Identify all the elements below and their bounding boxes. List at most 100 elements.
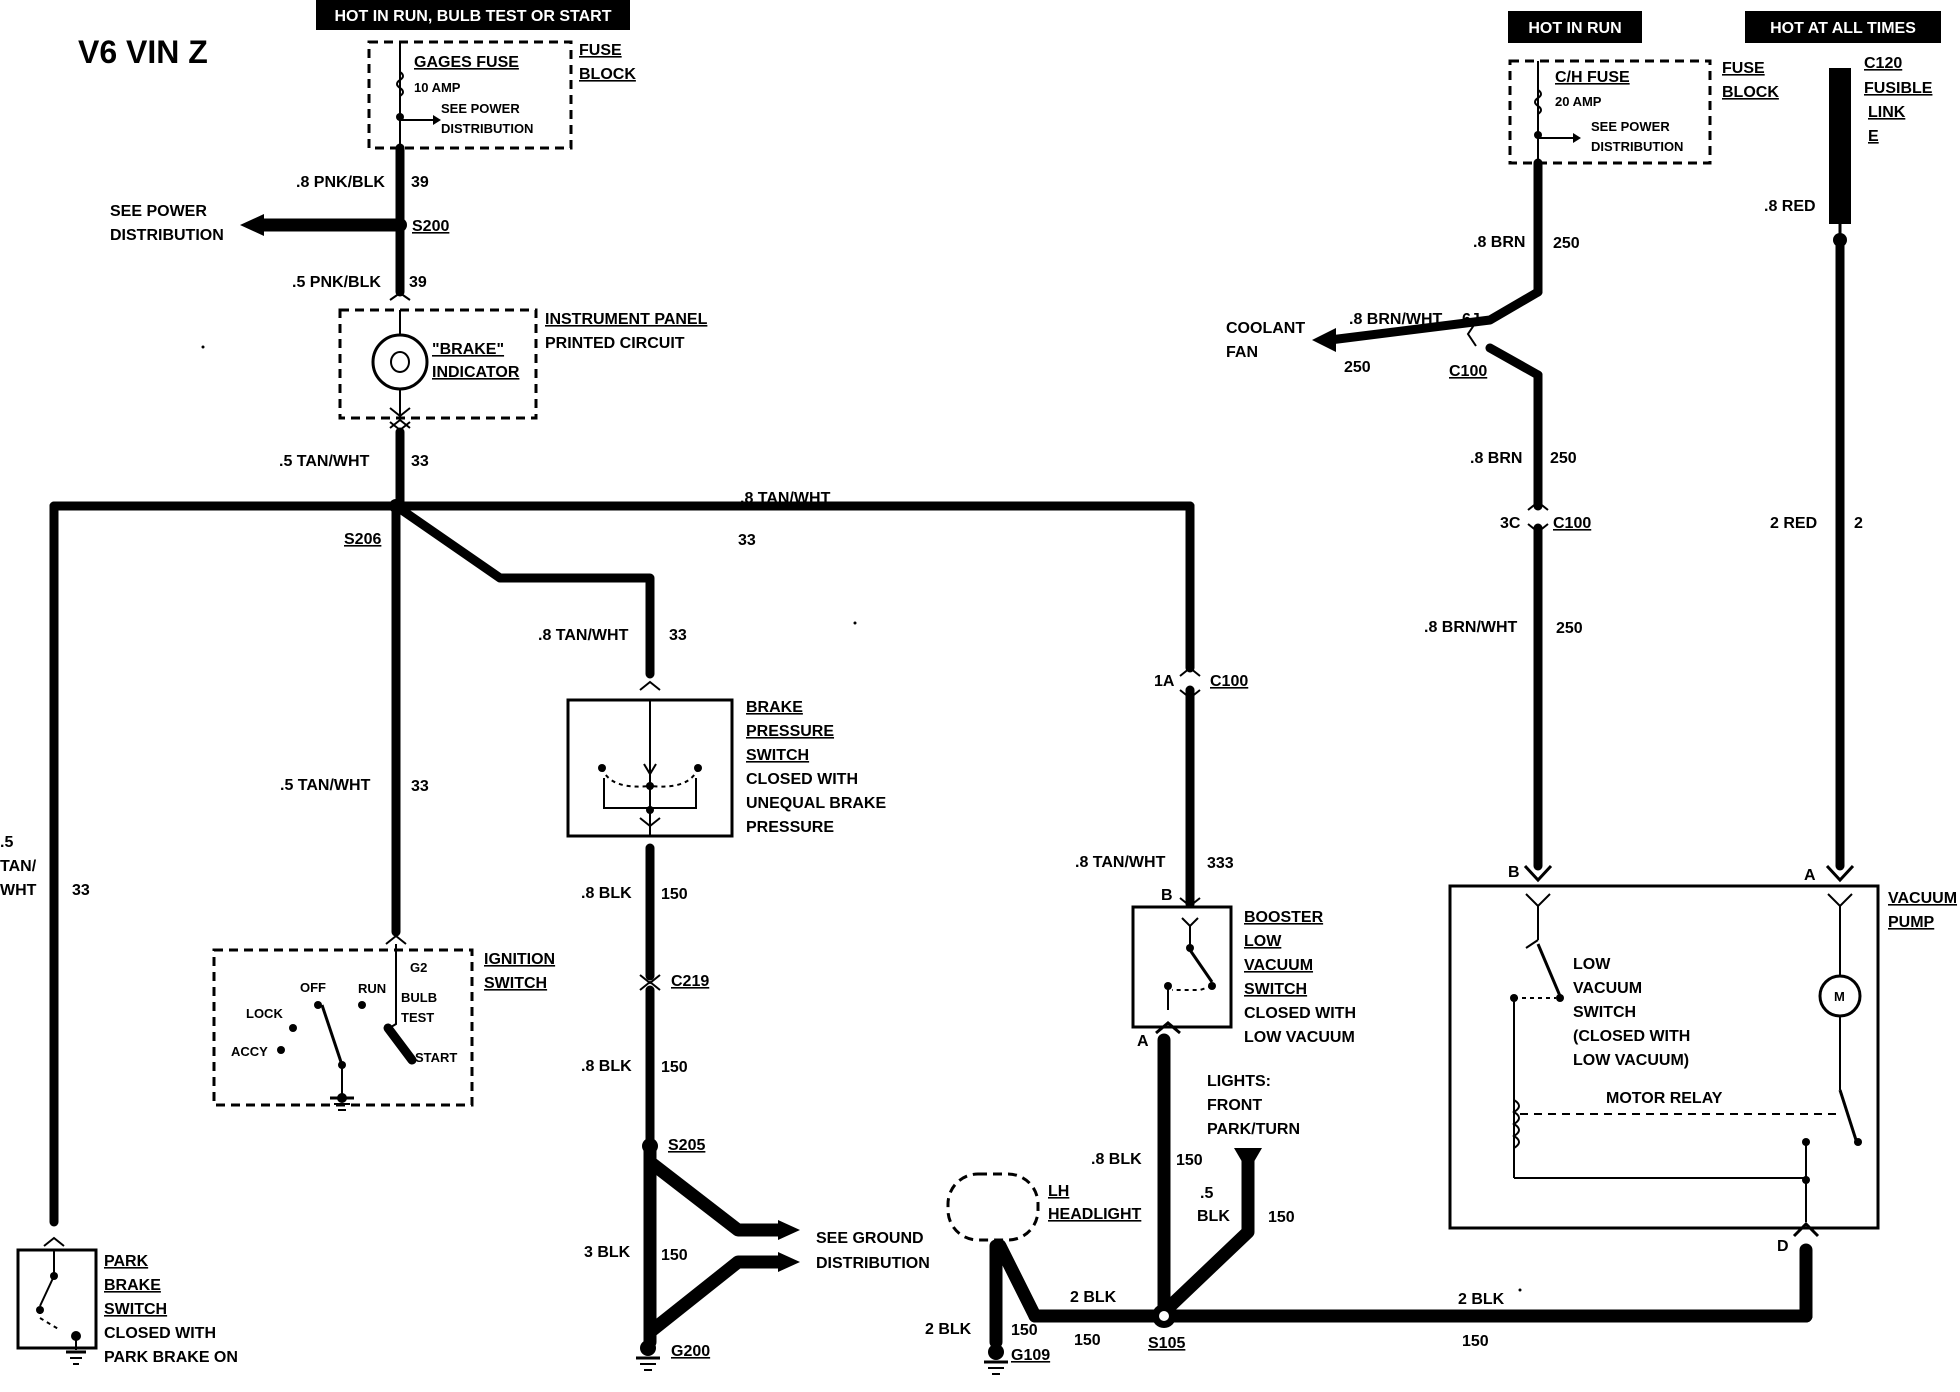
svg-text:BOOSTER: BOOSTER xyxy=(1244,909,1324,926)
circuit-number: 150 xyxy=(1011,1322,1038,1339)
svg-text:G2: G2 xyxy=(410,960,427,975)
wire-label: 2 RED xyxy=(1770,515,1817,532)
ground-icon xyxy=(636,1356,660,1371)
bulb-icon xyxy=(390,351,410,373)
ground-dist-label: SEE GROUND xyxy=(816,1230,924,1247)
circuit-number: 150 xyxy=(1074,1332,1101,1349)
svg-text:MOTOR RELAY: MOTOR RELAY xyxy=(1606,1090,1723,1107)
circuit-number: 250 xyxy=(1556,620,1583,637)
connector-label: C100 xyxy=(1553,515,1591,532)
connector-c100-1a xyxy=(1179,666,1201,909)
svg-text:CLOSED WITH: CLOSED WITH xyxy=(746,771,858,788)
ground-icon xyxy=(984,1360,1008,1375)
svg-text:E: E xyxy=(1868,128,1879,145)
svg-text:SEE POWER: SEE POWER xyxy=(441,101,520,116)
circuit-number: 333 xyxy=(1207,855,1234,872)
ch-fuse-block: C/H FUSE 20 AMP SEE POWER DISTRIBUTION F… xyxy=(1508,59,1779,165)
wire-label: .5 TAN/WHT xyxy=(280,777,371,794)
lh-headlight: LH HEADLIGHT xyxy=(946,1172,1142,1242)
svg-text:FUSE: FUSE xyxy=(1722,60,1765,77)
svg-text:SWITCH: SWITCH xyxy=(1573,1004,1636,1021)
connector-label: C100 xyxy=(1210,673,1248,690)
svg-text:C/H FUSE: C/H FUSE xyxy=(1555,69,1630,86)
svg-text:LH: LH xyxy=(1048,1183,1069,1200)
svg-text:ACCY: ACCY xyxy=(231,1044,268,1059)
relay-coil-icon xyxy=(1512,1099,1520,1149)
svg-text:PRESSURE: PRESSURE xyxy=(746,723,834,740)
circuit-number: 150 xyxy=(661,1247,688,1264)
wire-label: .5 PNK/BLK xyxy=(292,274,381,291)
svg-text:BULB: BULB xyxy=(401,990,437,1005)
svg-text:DISTRIBUTION: DISTRIBUTION xyxy=(441,121,533,136)
wire-label: WHT xyxy=(0,882,37,899)
svg-text:PRESSURE: PRESSURE xyxy=(746,819,834,836)
wire-label: .8 BRN/WHT xyxy=(1424,619,1518,636)
svg-text:"BRAKE": "BRAKE" xyxy=(432,341,504,358)
wire-label: TAN/ xyxy=(0,858,37,875)
bus-circuit-33 xyxy=(49,499,1195,1227)
svg-text:HOT IN RUN: HOT IN RUN xyxy=(1528,20,1621,37)
svg-text:GAGES FUSE: GAGES FUSE xyxy=(414,54,519,71)
pin-label: A xyxy=(1804,867,1816,884)
circuit-number: 39 xyxy=(411,174,429,191)
wire-label: BLK xyxy=(1197,1208,1230,1225)
wire-label: .5 xyxy=(1200,1185,1213,1202)
svg-text:INDICATOR: INDICATOR xyxy=(432,364,520,381)
pin-label: A xyxy=(1137,1033,1149,1050)
power-tag-mid: HOT IN RUN xyxy=(1508,11,1642,43)
pin-label: D xyxy=(1777,1238,1789,1255)
wire-label: .8 BLK xyxy=(1091,1151,1142,1168)
pin-label: 3C xyxy=(1500,515,1521,532)
svg-text:BLOCK: BLOCK xyxy=(1722,84,1779,101)
svg-text:LOW: LOW xyxy=(1573,956,1611,973)
svg-text:PUMP: PUMP xyxy=(1888,914,1935,931)
svg-text:M: M xyxy=(1834,989,1845,1004)
pin-label: 1A xyxy=(1154,673,1175,690)
wire-label: .8 RED xyxy=(1764,198,1816,215)
wire-label: .5 xyxy=(0,834,13,851)
splice-label: S206 xyxy=(344,531,381,548)
see-power-label: SEE POWER xyxy=(110,203,207,220)
wire-label: .8 TAN/WHT xyxy=(538,627,629,644)
wire-label: .8 BRN xyxy=(1470,450,1522,467)
pin-label: 6J xyxy=(1462,311,1480,328)
svg-text:(CLOSED WITH: (CLOSED WITH xyxy=(1573,1028,1690,1045)
splice-label: S205 xyxy=(668,1137,705,1154)
splice-label: S105 xyxy=(1148,1335,1185,1352)
svg-text:SWITCH: SWITCH xyxy=(104,1301,167,1318)
circuit-number: 150 xyxy=(661,886,688,903)
svg-text:START: START xyxy=(415,1050,457,1065)
svg-text:OFF: OFF xyxy=(300,980,326,995)
ground-label: G200 xyxy=(671,1343,710,1360)
circuit-number: 33 xyxy=(738,532,756,549)
circuit-number: 250 xyxy=(1344,359,1371,376)
wire-circuit-39 xyxy=(240,143,407,297)
circuit-number: 33 xyxy=(669,627,687,644)
coolant-fan-label: FAN xyxy=(1226,344,1258,361)
wire-label: .8 BRN xyxy=(1473,234,1525,251)
ground-dist-label: DISTRIBUTION xyxy=(816,1255,930,1272)
circuit-number: 2 xyxy=(1854,515,1863,532)
svg-text:INSTRUMENT PANEL: INSTRUMENT PANEL xyxy=(545,311,708,328)
svg-text:BRAKE: BRAKE xyxy=(104,1277,161,1294)
svg-text:SWITCH: SWITCH xyxy=(484,975,547,992)
power-tag-right: HOT AT ALL TIMES xyxy=(1745,11,1941,43)
svg-text:UNEQUAL BRAKE: UNEQUAL BRAKE xyxy=(746,795,886,812)
see-power-label: DISTRIBUTION xyxy=(110,227,224,244)
park-brake-switch: PARK BRAKE SWITCH CLOSED WITH PARK BRAKE… xyxy=(16,1236,238,1366)
svg-text:FUSIBLE: FUSIBLE xyxy=(1864,80,1933,97)
wire-label: .8 TAN/WHT xyxy=(1075,854,1166,871)
svg-text:LOW VACUUM: LOW VACUUM xyxy=(1244,1029,1355,1046)
circuit-number: 150 xyxy=(1176,1152,1203,1169)
fuse-icon xyxy=(1534,89,1542,115)
svg-text:SWITCH: SWITCH xyxy=(746,747,809,764)
svg-text:LOCK: LOCK xyxy=(246,1006,283,1021)
power-tag-left: HOT IN RUN, BULB TEST OR START xyxy=(316,0,630,30)
brake-pressure-switch: BRAKE PRESSURE SWITCH CLOSED WITH UNEQUA… xyxy=(566,680,886,838)
wire-circuit-2 xyxy=(1825,224,1855,883)
lights-label: PARK/TURN xyxy=(1207,1121,1300,1138)
svg-text:PARK BRAKE ON: PARK BRAKE ON xyxy=(104,1349,238,1366)
svg-text:PRINTED CIRCUIT: PRINTED CIRCUIT xyxy=(545,335,685,352)
svg-text:TEST: TEST xyxy=(401,1010,434,1025)
wire-label: .5 TAN/WHT xyxy=(279,453,370,470)
